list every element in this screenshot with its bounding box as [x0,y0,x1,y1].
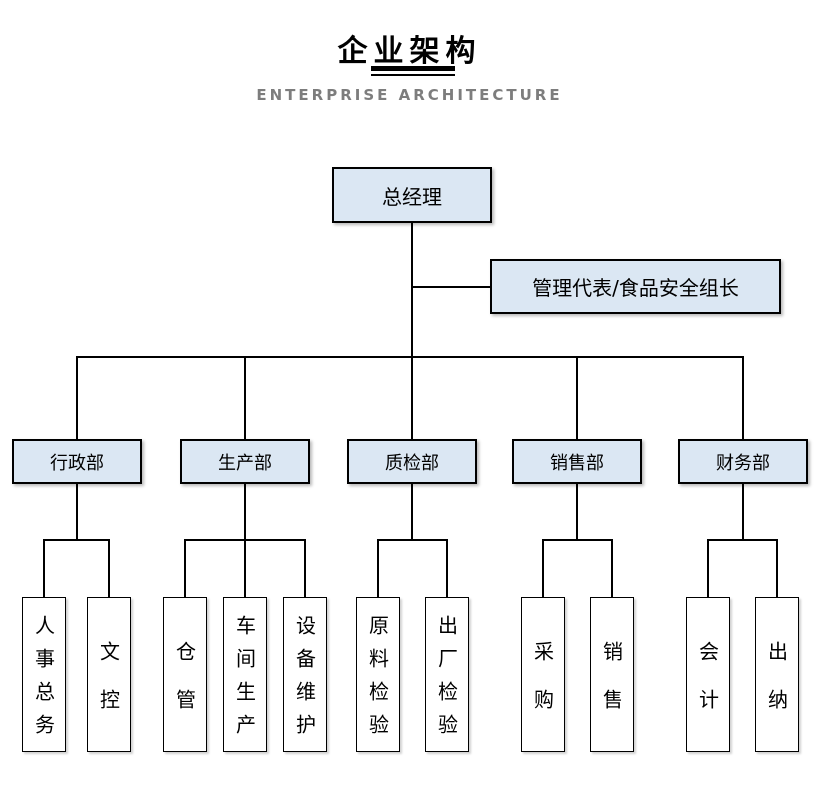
node-warehouse-management: 仓管 [163,597,207,752]
connector-sales-leaf-2 [611,539,613,597]
connector-finance-leaf-2 [776,539,778,597]
connector-drop-sales [576,356,578,439]
node-dept-qc: 质检部 [347,439,477,484]
connector-admin-stem [76,484,78,540]
node-document-control: 文控 [87,597,131,752]
page-title: 企业架构 [337,34,482,69]
connector-admin-leaf-2 [108,539,110,597]
connector-qc-leaf-2 [446,539,448,597]
connector-production-bar [185,539,306,541]
node-dept-sales: 销售部 [512,439,642,484]
connector-production-stem [244,484,246,597]
connector-production-leaf-3 [304,539,306,597]
connector-finance-leaf-1 [707,539,709,597]
node-management-representative: 管理代表/食品安全组长 [490,259,781,314]
connector-production-leaf-1 [184,539,186,597]
node-general-manager: 总经理 [332,167,492,223]
connector-main-horizontal [77,356,744,358]
node-purchasing: 采购 [521,597,565,752]
connector-root-vertical [411,223,413,357]
connector-qc-bar [378,539,448,541]
connector-drop-finance [742,356,744,439]
connector-admin-bar [44,539,110,541]
connector-staff-horizontal [412,286,491,288]
node-dept-production: 生产部 [180,439,310,484]
node-sales-unit: 销售 [590,597,634,752]
node-dept-finance: 财务部 [678,439,808,484]
connector-finance-stem [742,484,744,540]
node-cashier: 出纳 [755,597,799,752]
node-outgoing-inspection: 出厂检验 [425,597,469,752]
title-underline-thick [371,66,455,71]
node-workshop-production: 车间生产 [223,597,267,752]
node-raw-material-inspection: 原料检验 [356,597,400,752]
page-subtitle: ENTERPRISE ARCHITECTURE [256,86,563,104]
connector-drop-production [244,356,246,439]
connector-qc-stem [411,484,413,540]
node-hr-general-affairs: 人事总务 [22,597,66,752]
connector-sales-bar [543,539,613,541]
node-dept-admin: 行政部 [12,439,142,484]
connector-admin-leaf-1 [43,539,45,597]
connector-drop-admin [76,356,78,439]
connector-finance-bar [708,539,778,541]
connector-sales-leaf-1 [542,539,544,597]
connector-qc-leaf-1 [377,539,379,597]
node-accounting: 会计 [686,597,730,752]
node-equipment-maintenance: 设备维护 [283,597,327,752]
connector-drop-qc [411,356,413,439]
title-underline-thin [371,74,455,76]
connector-sales-stem [576,484,578,540]
